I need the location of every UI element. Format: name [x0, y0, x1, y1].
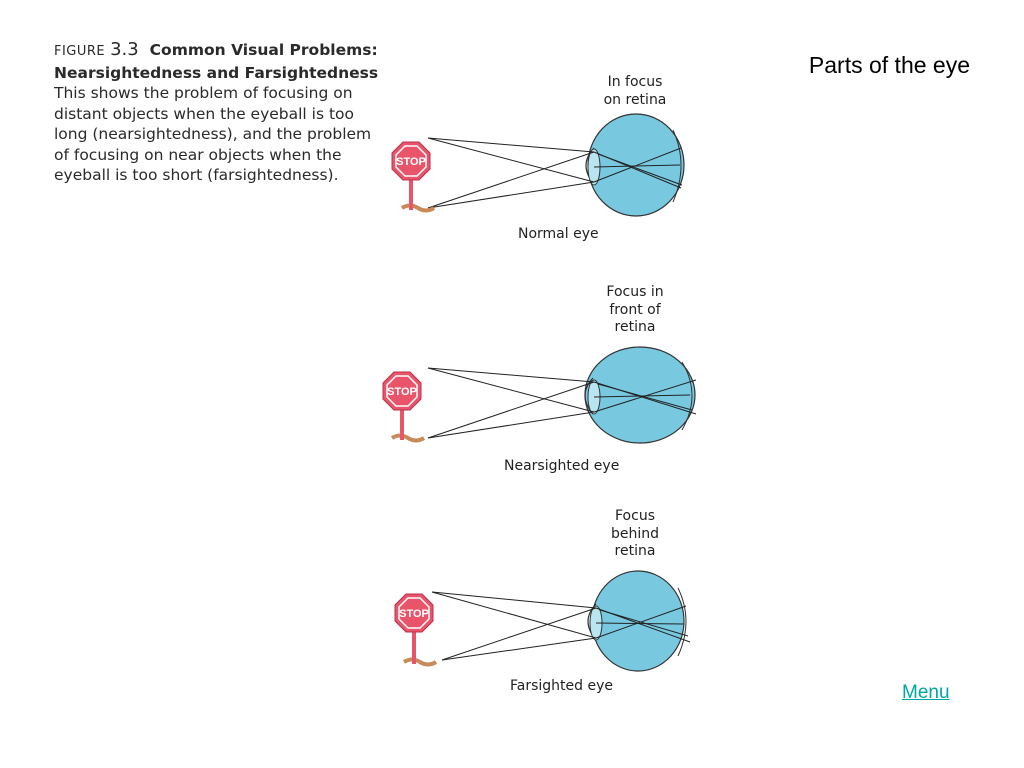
- retina: [681, 361, 693, 431]
- figure-body: This shows the problem of focusing on di…: [54, 84, 372, 184]
- focus-label-nearsighted: Focus in front of retina: [585, 284, 685, 337]
- figure-word: FIGURE: [54, 44, 106, 59]
- figure-title: Common Visual Problems: Nearsightedness …: [54, 41, 379, 82]
- figure-caption: FIGURE 3.3 Common Visual Problems: Nears…: [54, 39, 379, 186]
- normal-eye-panel: In focus on retina STOP Normal eye: [380, 70, 740, 250]
- sign-post: [412, 622, 416, 664]
- focus-label-line: Focus in: [606, 284, 664, 300]
- focus-label-normal: In focus on retina: [585, 74, 685, 109]
- focus-label-line: behind: [610, 525, 660, 542]
- focus-label-line: Focus: [615, 508, 655, 524]
- stop-sign: STOP: [391, 141, 436, 213]
- farsighted-eye-panel: Focus behind retina STOP Farsighted eye: [380, 506, 740, 702]
- normal-eye-diagram: STOP: [391, 113, 685, 217]
- eye-label-normal: Normal eye: [518, 226, 599, 242]
- farsighted-eye-diagram: STOP: [394, 570, 691, 672]
- sign-ground: [402, 657, 438, 667]
- focus-label-line: retina: [614, 543, 656, 559]
- stop-sign: STOP: [382, 371, 426, 443]
- sign-ground: [390, 433, 426, 443]
- nearsighted-eye-panel: Focus in front of retina STOP Nearsighte…: [380, 282, 740, 482]
- retina: [672, 129, 682, 203]
- nearsighted-eye-diagram: STOP: [382, 346, 697, 444]
- focus-label-farsighted: Focus behind retina: [585, 508, 685, 561]
- sign-text: STOP: [396, 156, 426, 168]
- focus-label-line: retina: [614, 319, 656, 335]
- sign-octagon: [382, 371, 422, 411]
- light-rays: [427, 367, 697, 439]
- focus-label-line: In focus: [607, 74, 663, 90]
- sign-text: STOP: [387, 386, 417, 398]
- sign-octagon: [394, 593, 434, 633]
- light-rays: [431, 591, 691, 661]
- eye-label-nearsighted: Nearsighted eye: [504, 458, 620, 474]
- focus-label-line: front of: [609, 301, 661, 318]
- eye-label-farsighted: Farsighted eye: [510, 678, 613, 694]
- sign-text: STOP: [399, 608, 429, 620]
- sign-octagon: [391, 141, 431, 181]
- menu-link[interactable]: Menu: [902, 682, 950, 703]
- stop-sign: STOP: [394, 593, 438, 667]
- retina: [677, 587, 687, 657]
- focus-label-line: on retina: [603, 91, 667, 108]
- figure-number: 3.3: [110, 39, 139, 60]
- sign-ground: [400, 203, 436, 213]
- slide-title: Parts of the eye: [808, 52, 970, 78]
- sign-post: [400, 400, 404, 440]
- light-rays: [427, 137, 683, 209]
- sign-post: [409, 170, 413, 210]
